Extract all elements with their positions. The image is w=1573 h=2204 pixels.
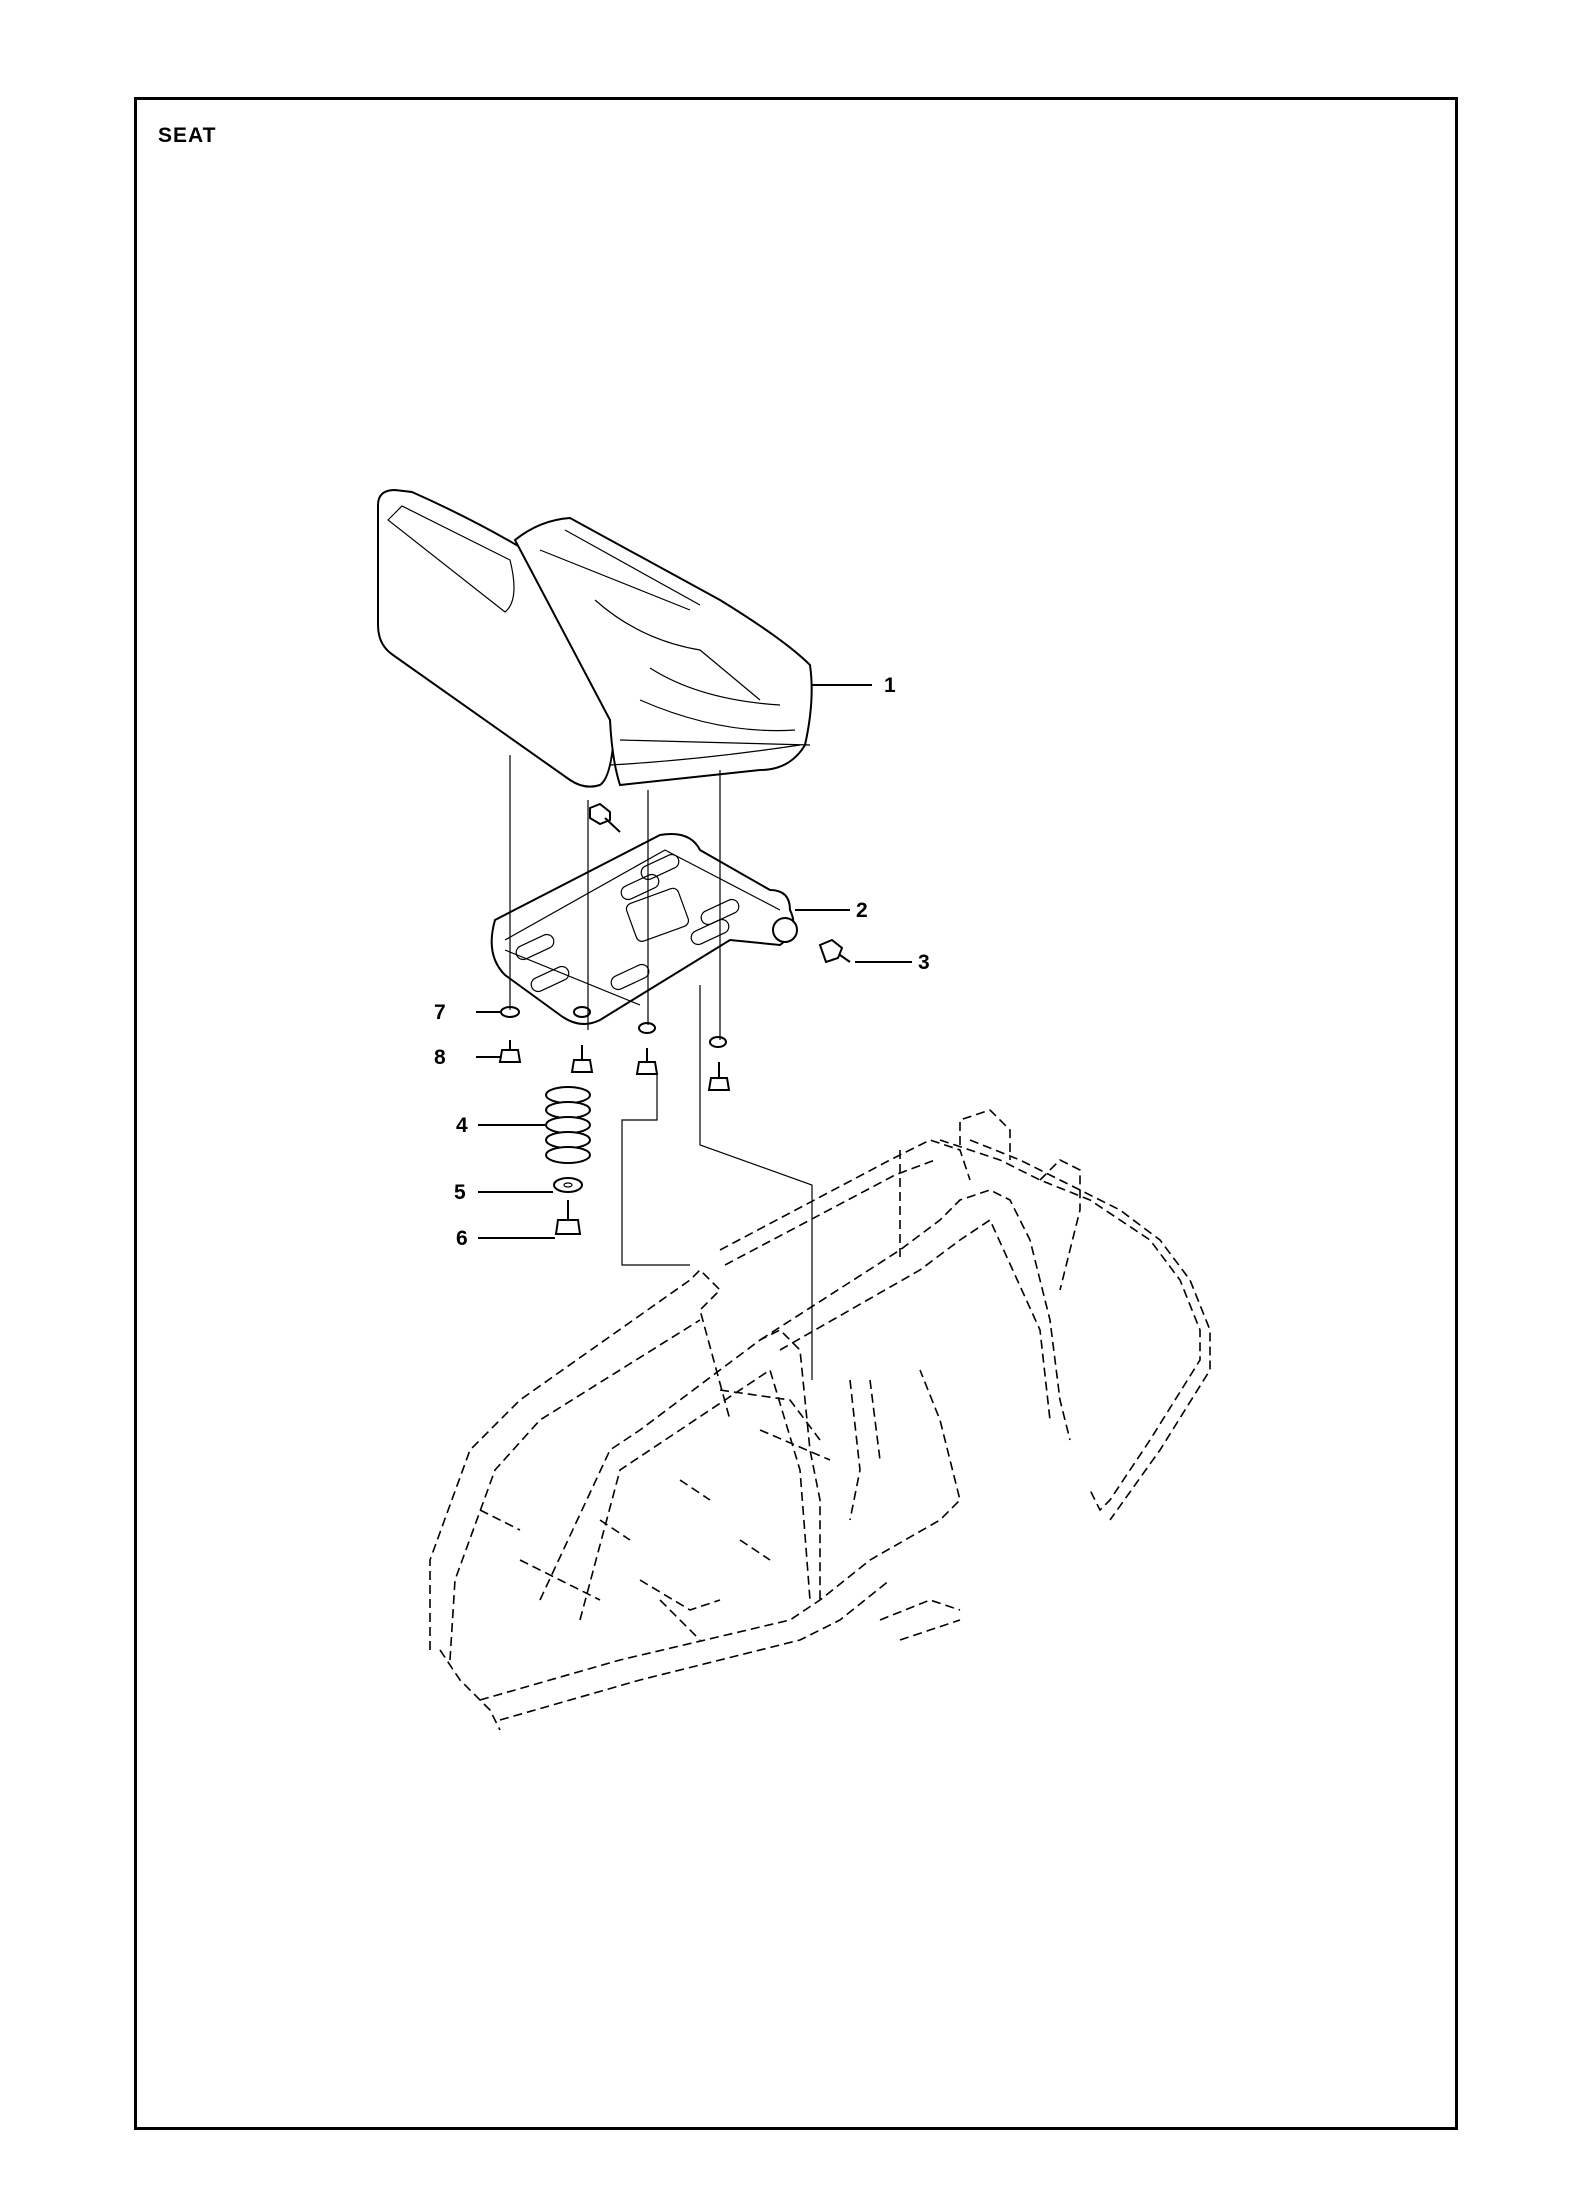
leader-lines bbox=[476, 684, 912, 1239]
callout-6: 6 bbox=[456, 1227, 468, 1250]
callout-2: 2 bbox=[856, 899, 868, 922]
seat-bracket-icon bbox=[490, 833, 798, 1025]
spring-icon bbox=[545, 1086, 591, 1164]
callout-7: 7 bbox=[434, 1001, 446, 1024]
bolt-icon bbox=[589, 802, 621, 833]
washer-icon bbox=[553, 1177, 583, 1193]
bolt-icon bbox=[818, 938, 851, 964]
callout-1: 1 bbox=[884, 674, 896, 697]
bolt-icon bbox=[554, 1200, 582, 1235]
bolt-icon bbox=[498, 1040, 731, 1091]
seat-cushion-icon bbox=[377, 488, 813, 788]
page-title: SEAT bbox=[158, 124, 217, 147]
callout-3: 3 bbox=[918, 951, 930, 974]
washer-icon bbox=[500, 1006, 727, 1048]
callout-4: 4 bbox=[456, 1114, 468, 1137]
chassis-frame bbox=[429, 1109, 1211, 1731]
diagram-frame bbox=[134, 97, 1458, 2130]
callout-5: 5 bbox=[454, 1181, 466, 1204]
callout-8: 8 bbox=[434, 1046, 446, 1069]
assembly-guide-lines bbox=[509, 755, 813, 1380]
